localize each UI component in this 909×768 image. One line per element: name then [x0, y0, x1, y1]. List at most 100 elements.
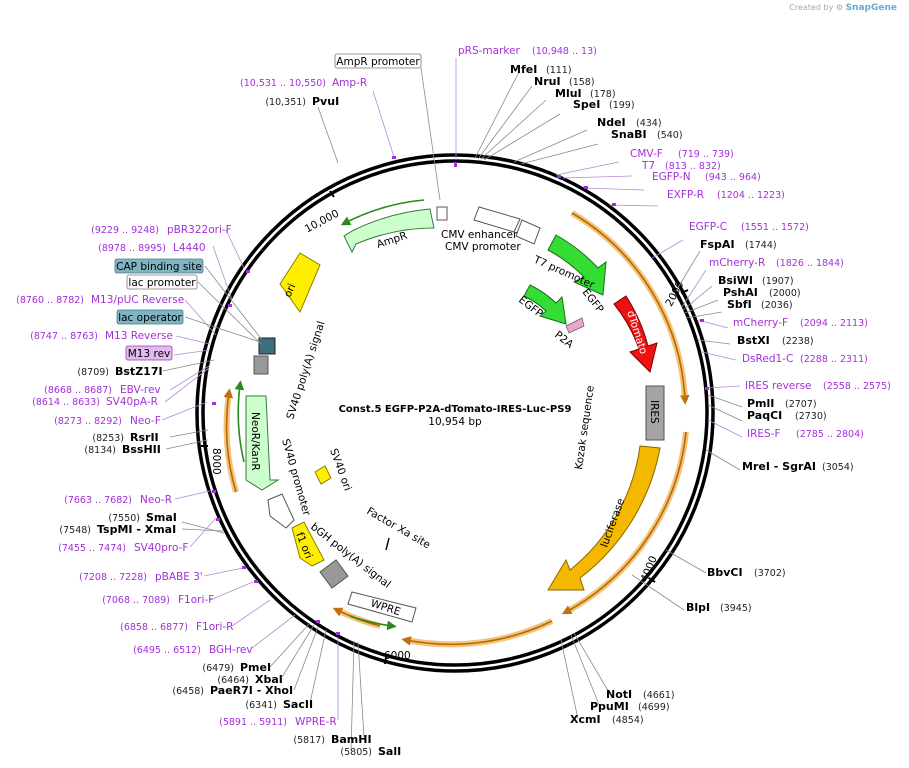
- enzyme-mlui: MluI: [555, 87, 582, 100]
- p2a-box: [565, 317, 585, 334]
- primer-pbr322ori-f: pBR322ori-F: [167, 224, 232, 236]
- svg-text:(434): (434): [636, 118, 662, 129]
- svg-text:(8273 .. 8292): (8273 .. 8292): [54, 416, 122, 427]
- enzyme-xcmi: XcmI: [570, 713, 601, 726]
- plasmid-name: Const.5 EGFP-P2A-dTomato-IRES-Luc-PS9: [339, 404, 572, 415]
- factor-xa-label: Factor Xa site: [365, 505, 433, 551]
- svg-text:(8134): (8134): [84, 445, 116, 456]
- sv40-ori-box: [314, 465, 332, 485]
- enzyme-sali: SalI: [378, 745, 401, 758]
- primer-mcherry-f: mCherry-F: [733, 317, 788, 329]
- svg-text:(4699): (4699): [638, 702, 670, 713]
- svg-text:(7455 .. 7474): (7455 .. 7474): [58, 543, 126, 554]
- svg-text:(2785 .. 2804): (2785 .. 2804): [796, 429, 864, 440]
- dtomato-arrow: [613, 295, 658, 373]
- primer-marks: [212, 156, 709, 635]
- primer-labels: pRS-marker(10,948 .. 13) CMV-F(719 .. 73…: [458, 45, 891, 440]
- svg-text:(6464): (6464): [217, 675, 249, 686]
- enzyme-ppumi: PpuMI: [590, 700, 629, 713]
- enzyme-paqci: PaqCI: [747, 409, 782, 422]
- svg-text:(10,351): (10,351): [265, 97, 306, 108]
- leader-lines: [161, 58, 743, 752]
- svg-text:(3702): (3702): [754, 568, 786, 579]
- primer-exfp-r: EXFP-R: [667, 189, 704, 201]
- bgh-box: [319, 559, 349, 589]
- snapgene-watermark: Created by ⚙ SnapGene: [789, 3, 897, 13]
- enzyme-mfei: MfeI: [510, 63, 537, 76]
- svg-text:(2094 .. 2113): (2094 .. 2113): [800, 318, 868, 329]
- enzyme-spei: SpeI: [573, 98, 600, 111]
- primer-f1ori-r: F1ori-R: [196, 621, 233, 633]
- svg-text:(8668 .. 8687): (8668 .. 8687): [44, 385, 112, 396]
- svg-text:(1907): (1907): [762, 276, 794, 287]
- enzyme-sacii: SacII: [283, 698, 313, 711]
- primer-bgh-rev: BGH-rev: [209, 644, 253, 656]
- primer-cmv-f: CMV-F: [630, 148, 663, 160]
- enzyme-snabi: SnaBI: [611, 128, 647, 141]
- backbone-circle: [195, 153, 715, 673]
- wpre-arrow: [347, 591, 417, 623]
- primer-labels-left: WPRE-R(5891 .. 5911) BGH-rev(6495 .. 651…: [16, 77, 367, 728]
- enzyme-rsrii: RsrII: [130, 431, 159, 444]
- cmv-enhancer-arrow: [473, 206, 521, 233]
- enzyme-noti: NotI: [606, 688, 632, 701]
- svg-text:(8614 .. 8633): (8614 .. 8633): [32, 397, 100, 408]
- enzyme-sbfi: SbfI: [727, 298, 752, 311]
- enzyme-blpi: BlpI: [686, 601, 710, 614]
- enzyme-tspmi-xmai: TspMI - XmaI: [97, 523, 176, 536]
- svg-text:(2730): (2730): [795, 411, 827, 422]
- svg-text:(4661): (4661): [643, 690, 675, 701]
- svg-text:(5805): (5805): [340, 747, 372, 758]
- svg-text:(2000): (2000): [769, 288, 801, 299]
- primer-amp-r: Amp-R: [332, 77, 367, 89]
- cmv-enhancer-label: CMV enhancer: [441, 229, 518, 241]
- svg-text:(9229 .. 9248): (9229 .. 9248): [91, 225, 159, 236]
- svg-text:(813 .. 832): (813 .. 832): [665, 161, 721, 172]
- luciferase-arrow: [547, 445, 661, 591]
- sv40-promoter-arrow: [267, 493, 295, 529]
- primer-wpre-r: WPRE-R: [295, 716, 337, 728]
- enzyme-pshai: PshAI: [723, 286, 758, 299]
- svg-text:(1204 .. 1223): (1204 .. 1223): [717, 190, 785, 201]
- cmv-promoter-arrow: [515, 219, 541, 245]
- primer-ires-reverse: IRES reverse: [745, 380, 812, 392]
- primer-t7: T7: [641, 160, 655, 172]
- svg-text:(3054): (3054): [822, 462, 854, 473]
- svg-text:(6479): (6479): [202, 663, 234, 674]
- primer-ires-f: IRES-F: [747, 428, 781, 440]
- svg-text:(8747 .. 8763): (8747 .. 8763): [30, 331, 98, 342]
- lac-operator-label: lac operator: [118, 312, 182, 324]
- boxed-labels: AmpR promoter CAP binding site lac promo…: [114, 53, 422, 361]
- svg-text:(6341): (6341): [245, 700, 277, 711]
- svg-text:(111): (111): [546, 65, 572, 76]
- enzyme-bsshii: BssHII: [122, 443, 161, 456]
- svg-text:(10,531 .. 10,550): (10,531 .. 10,550): [240, 78, 326, 89]
- sv40-polya-box: [253, 355, 269, 375]
- egfp2-arrow: [523, 284, 567, 325]
- orf-arcs: [223, 199, 690, 648]
- svg-text:(1744): (1744): [745, 240, 777, 251]
- ampr-promoter-marker: [436, 206, 448, 221]
- dtomato-label: dTomato: [624, 309, 649, 355]
- enzyme-bstxi: BstXI: [737, 334, 770, 347]
- svg-text:(719 .. 739): (719 .. 739): [678, 149, 734, 160]
- primer-prs-marker: pRS-marker: [458, 45, 521, 57]
- svg-text:(2707): (2707): [785, 399, 817, 410]
- svg-text:(8253): (8253): [92, 433, 124, 444]
- sv40-polya-label: SV40 poly(A) signal: [284, 320, 327, 421]
- enzyme-bbvci: BbvCI: [707, 566, 743, 579]
- tick-6000: 6000: [384, 650, 411, 662]
- svg-text:(3945): (3945): [720, 603, 752, 614]
- primer-m13-puc-reverse: M13/pUC Reverse: [91, 294, 184, 306]
- p2a-label: P2A: [552, 329, 576, 351]
- tick-8000: 8000: [210, 448, 222, 475]
- svg-text:(4854): (4854): [612, 715, 644, 726]
- svg-text:(7550): (7550): [108, 513, 140, 524]
- primer-ebv-rev: EBV-rev: [120, 384, 161, 396]
- svg-text:(2238): (2238): [782, 336, 814, 347]
- ampr-promoter-box-label: AmpR promoter: [336, 56, 420, 68]
- cap-binding-site-label: CAP binding site: [116, 261, 202, 273]
- kozak-label: Kozak sequence: [573, 385, 597, 471]
- svg-text:(6858 .. 6877): (6858 .. 6877): [120, 622, 188, 633]
- enzyme-mrei-sgrai: MreI - SgrAI: [742, 460, 816, 473]
